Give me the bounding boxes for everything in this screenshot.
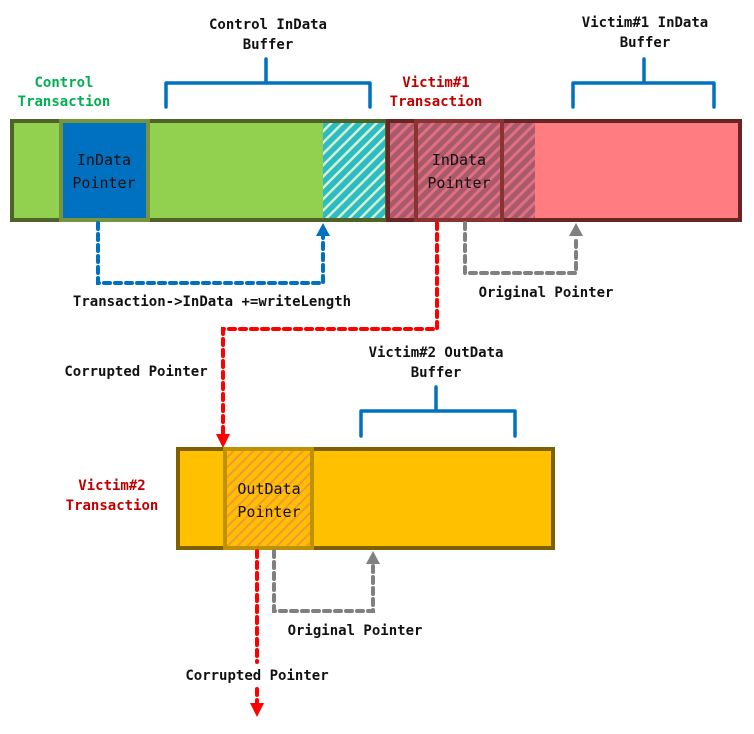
victim1-indata-pointer-box	[414, 119, 504, 222]
victim1-original-pointer-arrow	[463, 221, 583, 275]
write-length-label: Transaction->InData +=writeLength	[73, 294, 351, 310]
victim1-overwritten-region	[390, 123, 535, 218]
victim1-original-pointer-label: Original Pointer	[479, 285, 614, 301]
corrupted-pointer-arrow-1	[216, 221, 439, 448]
victim2-original-arrowhead	[366, 551, 380, 564]
control-transaction-label-line2: Transaction	[18, 94, 111, 110]
control-pointer-label-line1: InData	[77, 151, 131, 169]
write-length-arrowhead	[316, 223, 330, 236]
victim2-transaction-label-line2: Transaction	[66, 498, 159, 514]
corrupted-arrowhead-1	[216, 434, 230, 448]
control-buffer-label-line2: Buffer	[243, 37, 294, 53]
victim1-buffer-label-line1: Victim#1 InData	[582, 15, 708, 31]
victim1-transaction: InData Pointer	[386, 119, 742, 222]
victim1-transaction-label-line2: Transaction	[390, 94, 483, 110]
victim2-pointer-label-line2: Pointer	[237, 503, 300, 521]
control-buffer-bracket	[164, 57, 372, 109]
victim2-buffer-label-line2: Buffer	[411, 365, 462, 381]
victim2-original-pointer-label: Original Pointer	[288, 623, 423, 639]
corrupted-pointer-label-1: Corrupted Pointer	[64, 364, 207, 380]
corrupted-pointer-arrow-2	[250, 549, 264, 717]
victim2-buffer-bracket	[359, 385, 517, 438]
victim2-pointer-label-line1: OutData	[237, 480, 300, 498]
control-indata-pointer-box	[59, 119, 150, 222]
victim2-transaction-label-line1: Victim#2	[78, 478, 145, 494]
write-length-arrow	[96, 221, 330, 285]
victim1-buffer-bracket	[571, 57, 716, 109]
victim2-outdata-pointer-box	[223, 447, 314, 550]
corrupted-arrowhead-2	[250, 703, 264, 717]
victim1-transaction-label-line1: Victim#1	[402, 75, 469, 91]
victim1-buffer-label-line2: Buffer	[620, 35, 671, 51]
victim2-transaction: OutData Pointer	[176, 447, 555, 550]
victim1-pointer-label-line2: Pointer	[427, 174, 490, 192]
control-transaction: InData Pointer	[10, 119, 388, 222]
victim1-pointer-label-line1: InData	[432, 151, 486, 169]
control-transaction-label-line1: Control	[34, 75, 93, 91]
victim2-buffer-label-line1: Victim#2 OutData	[369, 345, 504, 361]
control-buffer-label-line1: Control InData	[209, 17, 327, 33]
corrupted-pointer-label-2: Corrupted Pointer	[185, 668, 328, 684]
victim2-original-pointer-arrow	[272, 549, 380, 613]
overflow-hatched-region	[323, 123, 385, 218]
victim1-original-arrowhead	[569, 223, 583, 236]
control-pointer-label-line2: Pointer	[72, 174, 135, 192]
